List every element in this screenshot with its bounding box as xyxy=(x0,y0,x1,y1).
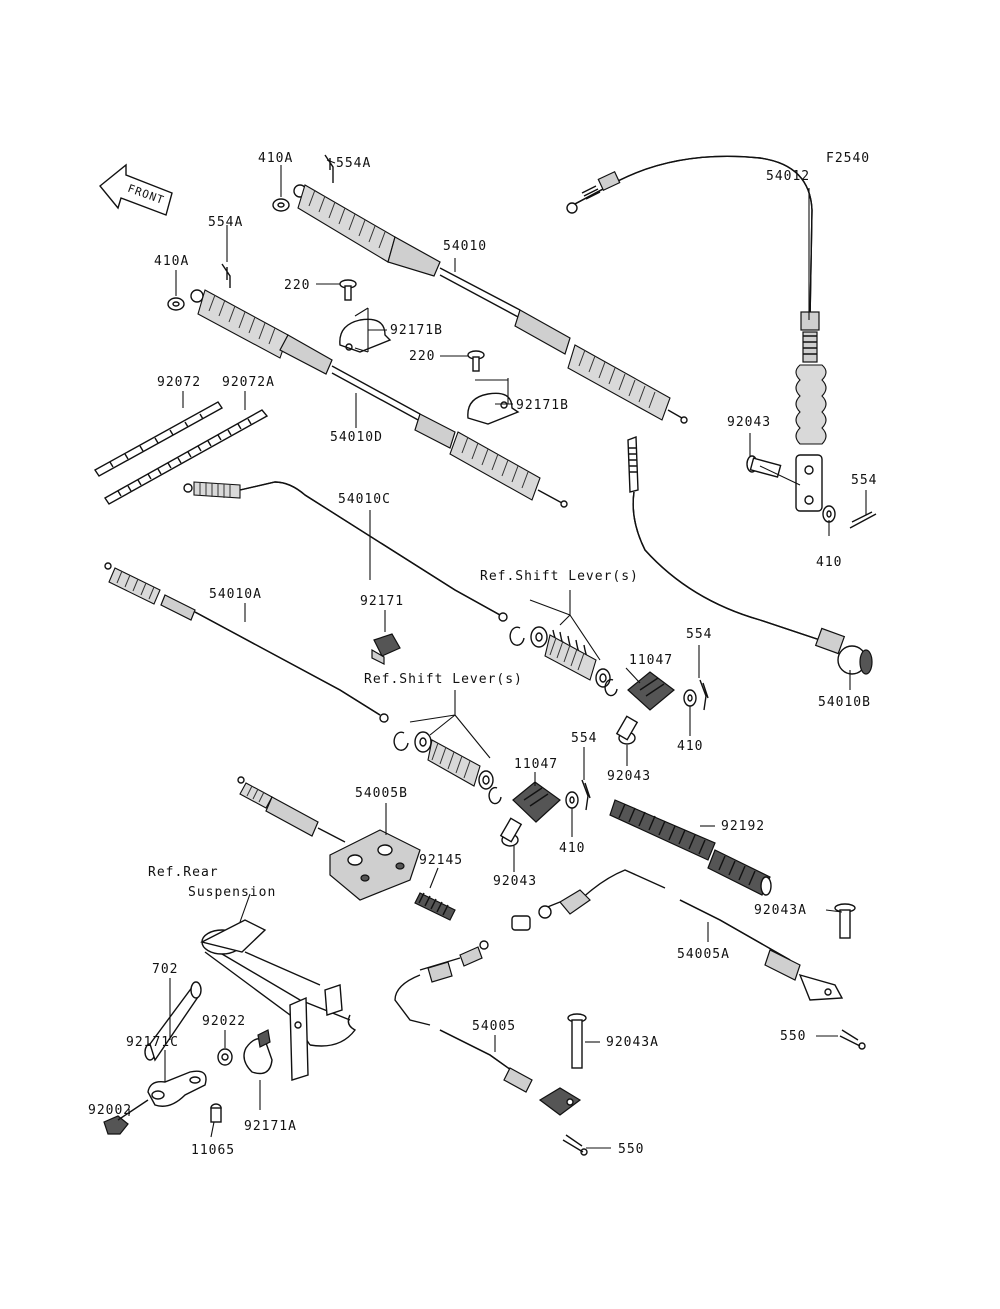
spring-tube-92192 xyxy=(609,799,772,896)
part-labels: F2540 54012 410A 554A 554A 410A 54010 22… xyxy=(88,151,877,1158)
label-410A-top: 410A xyxy=(258,151,293,166)
label-550-b: 550 xyxy=(618,1142,644,1157)
pin-550-b xyxy=(562,1134,588,1156)
washer-410A-top xyxy=(272,198,290,212)
clamp-92171B-b xyxy=(467,392,520,425)
label-92043-low: 92043 xyxy=(493,874,537,889)
label-54010B: 54010B xyxy=(818,695,871,710)
pin-554-low xyxy=(581,779,591,811)
washer-92022 xyxy=(217,1048,233,1066)
label-11047-a: 11047 xyxy=(629,653,673,668)
lever-11047-a xyxy=(627,671,675,711)
label-554A-top: 554A xyxy=(336,156,371,171)
cable-54010A xyxy=(104,562,389,723)
cable-tie-92072 xyxy=(93,401,224,477)
pin-11065 xyxy=(210,1103,222,1123)
pin-550-a xyxy=(839,1029,866,1050)
label-410-mid: 410 xyxy=(677,739,703,754)
pin-554A-left xyxy=(221,263,231,288)
label-92171: 92171 xyxy=(360,594,404,609)
label-410-low: 410 xyxy=(559,841,585,856)
label-54010C: 54010C xyxy=(338,492,391,507)
label-92171A: 92171A xyxy=(244,1119,297,1134)
label-702: 702 xyxy=(152,962,178,977)
bracket-92171C xyxy=(147,1070,207,1107)
cable-54010D xyxy=(190,289,568,508)
label-92171B-a: 92171B xyxy=(390,323,443,338)
pin-92043A-b xyxy=(567,1013,587,1069)
shift-lever-group-1 xyxy=(509,626,618,697)
label-92022: 92022 xyxy=(202,1014,246,1029)
label-554-low: 554 xyxy=(571,731,597,746)
label-ref-shift-lever-1: Ref.Shift Lever(s) xyxy=(480,569,639,584)
label-54010D: 54010D xyxy=(330,430,383,445)
pin-92043A-a xyxy=(834,903,856,939)
label-554-right: 554 xyxy=(851,473,877,488)
clamp-92171B-a xyxy=(339,318,392,353)
label-92043-right: 92043 xyxy=(727,415,771,430)
pipe-702 xyxy=(144,981,202,1062)
cable-54005B xyxy=(237,776,421,901)
label-220-a: 220 xyxy=(284,278,310,293)
washer-410-right xyxy=(822,505,836,523)
label-54005: 54005 xyxy=(472,1019,516,1034)
cable-54010B xyxy=(627,436,873,675)
shift-lever-group-2 xyxy=(393,731,502,805)
cable-tie-92072A xyxy=(103,409,269,505)
lever-11047-b xyxy=(512,781,561,823)
pin-554-right xyxy=(849,511,877,529)
label-ref-shift-lever-2: Ref.Shift Lever(s) xyxy=(364,672,523,687)
label-92192: 92192 xyxy=(721,819,765,834)
label-54005A: 54005A xyxy=(677,947,730,962)
label-54012: 54012 xyxy=(766,169,810,184)
label-554-mid: 554 xyxy=(686,627,712,642)
cable-54005 xyxy=(394,940,582,1116)
figure-code: F2540 xyxy=(826,151,870,166)
washer-410-mid xyxy=(683,689,697,707)
label-92043A-b: 92043A xyxy=(606,1035,659,1050)
label-ref-rear: Ref.Rear xyxy=(148,865,219,880)
label-410A-left: 410A xyxy=(154,254,189,269)
bolt-92002 xyxy=(103,1099,149,1135)
label-410-right: 410 xyxy=(816,555,842,570)
label-11047-b: 11047 xyxy=(514,757,558,772)
label-suspension: Suspension xyxy=(188,885,276,900)
leader-lines xyxy=(128,159,867,1149)
label-92145: 92145 xyxy=(419,853,463,868)
label-54005B: 54005B xyxy=(355,786,408,801)
cable-54005A xyxy=(511,869,844,1001)
label-92171C: 92171C xyxy=(126,1035,179,1050)
cable-54010C xyxy=(183,481,508,622)
clip-92171 xyxy=(371,633,401,665)
label-54010A: 54010A xyxy=(209,587,262,602)
label-11065: 11065 xyxy=(191,1143,235,1158)
bolt-220-b xyxy=(467,350,485,372)
label-92072: 92072 xyxy=(157,375,201,390)
label-550-a: 550 xyxy=(780,1029,806,1044)
cable-54012 xyxy=(566,155,827,512)
spring-92145 xyxy=(414,892,456,921)
pin-554A-top xyxy=(324,154,334,183)
label-92002: 92002 xyxy=(88,1103,132,1118)
rear-suspension-bracket xyxy=(200,919,357,1081)
cable-54010 xyxy=(293,184,688,424)
label-92072A: 92072A xyxy=(222,375,275,390)
pin-554-mid xyxy=(699,679,709,711)
label-92043A-a: 92043A xyxy=(754,903,807,918)
washer-410-low xyxy=(565,791,579,809)
label-92171B-b: 92171B xyxy=(516,398,569,413)
label-554A-left: 554A xyxy=(208,215,243,230)
pin-92043-mid xyxy=(615,715,639,745)
label-54010: 54010 xyxy=(443,239,487,254)
front-arrow-icon: FRONT xyxy=(99,163,173,216)
label-220-b: 220 xyxy=(409,349,435,364)
washer-410A-left xyxy=(167,297,185,311)
bolt-220-a xyxy=(339,279,357,301)
label-92043-mid: 92043 xyxy=(607,769,651,784)
pin-92043-low xyxy=(499,817,523,847)
plate-92171A xyxy=(243,1029,273,1075)
